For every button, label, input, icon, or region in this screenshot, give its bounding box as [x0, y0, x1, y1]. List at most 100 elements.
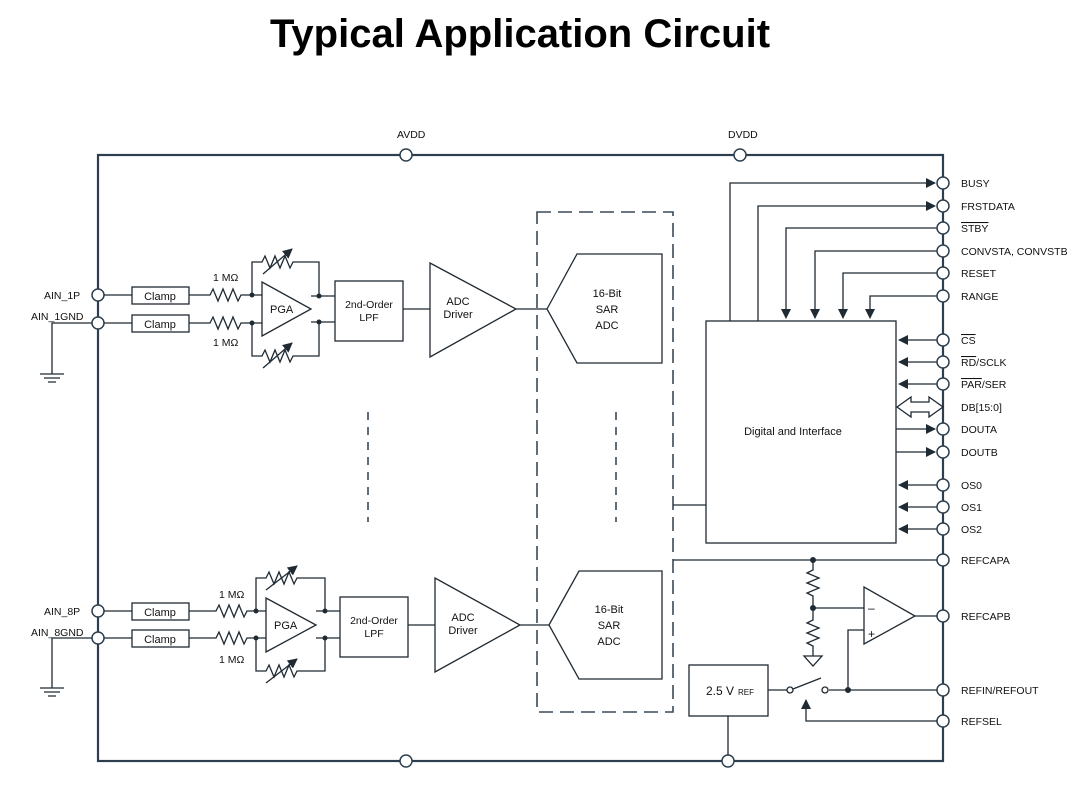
clamp-8gnd-label: Clamp: [144, 634, 176, 646]
adc-driver-8: [434, 576, 522, 674]
sar-adc-8: [548, 570, 663, 680]
par-ser-label: PAR/SER: [961, 379, 1007, 391]
sar-adc-1-line2: SAR: [596, 304, 619, 316]
digital-interface-label: Digital and Interface: [744, 426, 842, 438]
convst-label: CONVSTA, CONVSTB: [961, 246, 1068, 258]
ain-8p-pin: [91, 604, 105, 618]
sar-adc-8-line3: ADC: [597, 636, 620, 648]
sar-adc-8-line2: SAR: [598, 620, 621, 632]
sar-adc-8-line1: 16-Bit: [595, 604, 624, 616]
lpf-8-line2: LPF: [364, 628, 383, 640]
opamp-minus-label: –: [868, 601, 875, 615]
ain-8gnd-label: AIN_8GND: [31, 627, 84, 639]
ref-select-switch: [792, 677, 822, 690]
dvdd-pin: [733, 148, 747, 162]
refsel-label: REFSEL: [961, 716, 1002, 728]
ain-8p-label: AIN_8P: [44, 606, 80, 618]
resistor-1p-label: 1 MΩ: [213, 272, 239, 284]
lpf-1: [334, 280, 404, 342]
voltage-reference-block: [688, 664, 769, 717]
channel-8: AIN_8P AIN_8GND Clamp Clamp 1 MΩ 1 MΩ PG…: [31, 565, 663, 697]
adc-driver-1-line1: ADC: [446, 296, 469, 308]
ref-divider-bottom: [805, 608, 821, 656]
adc-driver-8-line2: Driver: [448, 625, 478, 637]
clamp-1p-label: Clamp: [144, 291, 176, 303]
sar-adc-1-line1: 16-Bit: [593, 288, 622, 300]
refcapb-pin: [936, 609, 950, 623]
resistor-8p-label: 1 MΩ: [219, 589, 245, 601]
resistor-8p: [189, 603, 266, 619]
agnd-pin-1: [399, 754, 413, 768]
adc-driver-1-line2: Driver: [443, 309, 473, 321]
refcapa-pin: [936, 553, 950, 567]
lpf-1-line2: LPF: [359, 312, 378, 324]
os0-label: OS0: [961, 480, 982, 492]
ref-ground-icon: [802, 655, 824, 667]
pga-1: [261, 280, 313, 338]
db-bus-arrow: [895, 395, 945, 419]
resistor-8gnd-label: 1 MΩ: [219, 654, 245, 666]
ain-1p-pin: [91, 288, 105, 302]
resistor-1gnd: [189, 315, 262, 331]
range-label: RANGE: [961, 291, 998, 303]
os2-label: OS2: [961, 524, 982, 536]
doutb-pin: [936, 445, 950, 459]
ain-1gnd-pin: [91, 316, 105, 330]
sar-adc-1-line3: ADC: [595, 320, 618, 332]
pga-8: [265, 596, 318, 654]
cs-label: CS: [961, 335, 976, 347]
avdd-label: AVDD: [397, 129, 426, 141]
sclk-text: /SCLK: [976, 357, 1006, 369]
reset-pin: [936, 266, 950, 280]
refin-refout-pin: [936, 683, 950, 697]
rd-sclk-pin: [936, 355, 950, 369]
os2-pin: [936, 522, 950, 536]
reset-label: RESET: [961, 268, 997, 280]
rd-overbar-text: RD: [961, 357, 977, 369]
digital-interface-block: [705, 320, 897, 544]
channel-1: AIN_1P AIN_1GND Clamp Clamp 1 MΩ 1 MΩ PG…: [31, 248, 663, 383]
resistor-1p: [189, 287, 262, 303]
resistor-1gnd-label: 1 MΩ: [213, 337, 239, 349]
cs-pin: [936, 333, 950, 347]
lpf-8: [339, 596, 409, 658]
lpf-8-line1: 2nd-Order: [350, 615, 398, 627]
refsel-pin: [936, 714, 950, 728]
rd-sclk-label: RD/SCLK: [961, 357, 1007, 369]
dvdd-label: DVDD: [728, 129, 758, 141]
db-label: DB[15:0]: [961, 402, 1002, 414]
stby-label: STBY: [961, 223, 988, 235]
adc-driver-1: [429, 261, 518, 359]
douta-pin: [936, 422, 950, 436]
clamp-1gnd-label: Clamp: [144, 319, 176, 331]
resistor-8gnd: [189, 630, 266, 646]
frstdata-label: FRSTDATA: [961, 201, 1015, 213]
range-pin: [936, 289, 950, 303]
refcapa-label: REFCAPA: [961, 555, 1010, 567]
busy-pin: [936, 176, 950, 190]
ref-buffer-opamp: [863, 585, 917, 646]
os1-pin: [936, 500, 950, 514]
refcapb-label: REFCAPB: [961, 611, 1011, 623]
ref-divider-top: [805, 560, 821, 608]
opamp-plus-label: +: [868, 627, 875, 641]
frstdata-pin: [936, 199, 950, 213]
sar-adc-1: [546, 253, 663, 364]
adc-group-outline: [536, 211, 674, 713]
busy-label: BUSY: [961, 178, 990, 190]
ref-sub-text: REF: [738, 688, 754, 697]
avdd-pin: [399, 148, 413, 162]
ser-text: /SER: [982, 379, 1007, 391]
agnd-pin-2: [721, 754, 735, 768]
pga-1-label: PGA: [270, 304, 294, 316]
ain-1p-label: AIN_1P: [44, 290, 80, 302]
par-ser-pin: [936, 377, 950, 391]
douta-label: DOUTA: [961, 424, 997, 436]
clamp-8p-label: Clamp: [144, 607, 176, 619]
lpf-1-line1: 2nd-Order: [345, 299, 393, 311]
ain-1gnd-label: AIN_1GND: [31, 311, 84, 323]
refin-refout-label: REFIN/REFOUT: [961, 685, 1039, 697]
adc-driver-8-line1: ADC: [451, 612, 474, 624]
